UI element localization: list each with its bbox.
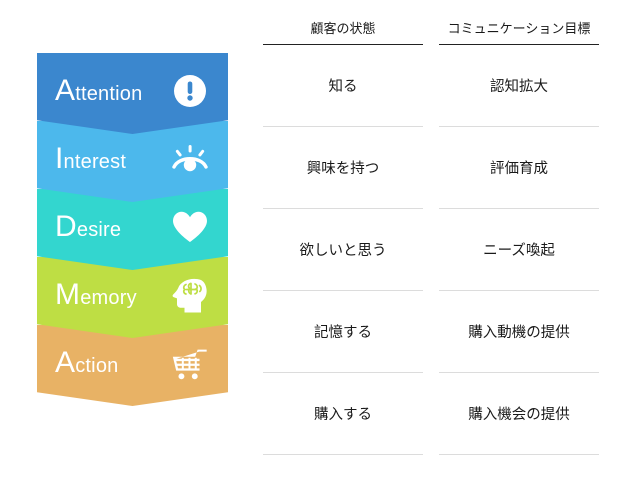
funnel-step-label: Action xyxy=(55,345,170,379)
funnel-step-label: Memory xyxy=(55,277,170,311)
cell-communication-goal: 認知拡大 xyxy=(439,45,599,127)
funnel-step-rest: emory xyxy=(80,286,137,309)
column-header-customer-state: 顧客の状態 xyxy=(263,18,423,45)
cell-customer-state: 購入する xyxy=(263,373,423,455)
funnel-step-label: Desire xyxy=(55,209,170,243)
shopping-cart-icon xyxy=(170,343,210,383)
funnel-step-action[interactable]: Action xyxy=(37,325,228,406)
funnel-step-initial: I xyxy=(55,141,64,175)
table-header-row: 顧客の状態 コミュニケーション目標 xyxy=(255,18,607,45)
funnel-step-label: Interest xyxy=(55,141,170,175)
funnel-step-desire[interactable]: Desire xyxy=(37,189,228,270)
cell-communication-goal: 購入動機の提供 xyxy=(439,291,599,373)
eye-icon xyxy=(170,139,210,179)
funnel-step-label: Attention xyxy=(55,73,170,107)
table-row: 購入する 購入機会の提供 xyxy=(255,373,607,455)
table-row: 記憶する 購入動機の提供 xyxy=(255,291,607,373)
table-row: 興味を持つ 評価育成 xyxy=(255,127,607,209)
cell-customer-state: 欲しいと思う xyxy=(263,209,423,291)
funnel-step-rest: esire xyxy=(76,218,122,241)
cell-communication-goal: 購入機会の提供 xyxy=(439,373,599,455)
column-header-communication-goal: コミュニケーション目標 xyxy=(439,18,599,45)
table-row: 欲しいと思う ニーズ喚起 xyxy=(255,209,607,291)
funnel-step-initial: A xyxy=(55,345,76,379)
cell-customer-state: 記憶する xyxy=(263,291,423,373)
cell-communication-goal: 評価育成 xyxy=(439,127,599,209)
funnel-step-initial: M xyxy=(55,277,81,311)
funnel-step-rest: ction xyxy=(75,354,119,377)
funnel-step-memory[interactable]: Memory xyxy=(37,257,228,338)
funnel-chart: Attention Interest xyxy=(37,53,228,469)
cell-customer-state: 興味を持つ xyxy=(263,127,423,209)
funnel-step-rest: ttention xyxy=(75,82,143,105)
aidma-detail-table: 顧客の状態 コミュニケーション目標 知る 認知拡大 興味を持つ 評価育成 欲しい… xyxy=(255,18,607,455)
cell-communication-goal: ニーズ喚起 xyxy=(439,209,599,291)
funnel-step-rest: nterest xyxy=(63,150,127,173)
cell-customer-state: 知る xyxy=(263,45,423,127)
funnel-step-initial: D xyxy=(55,209,77,243)
funnel-step-attention[interactable]: Attention xyxy=(37,53,228,134)
funnel-step-initial: A xyxy=(55,73,76,107)
head-brain-icon xyxy=(170,275,210,315)
exclamation-circle-icon xyxy=(170,71,210,111)
table-row: 知る 認知拡大 xyxy=(255,45,607,127)
heart-icon xyxy=(170,207,210,247)
funnel-step-interest[interactable]: Interest xyxy=(37,121,228,202)
